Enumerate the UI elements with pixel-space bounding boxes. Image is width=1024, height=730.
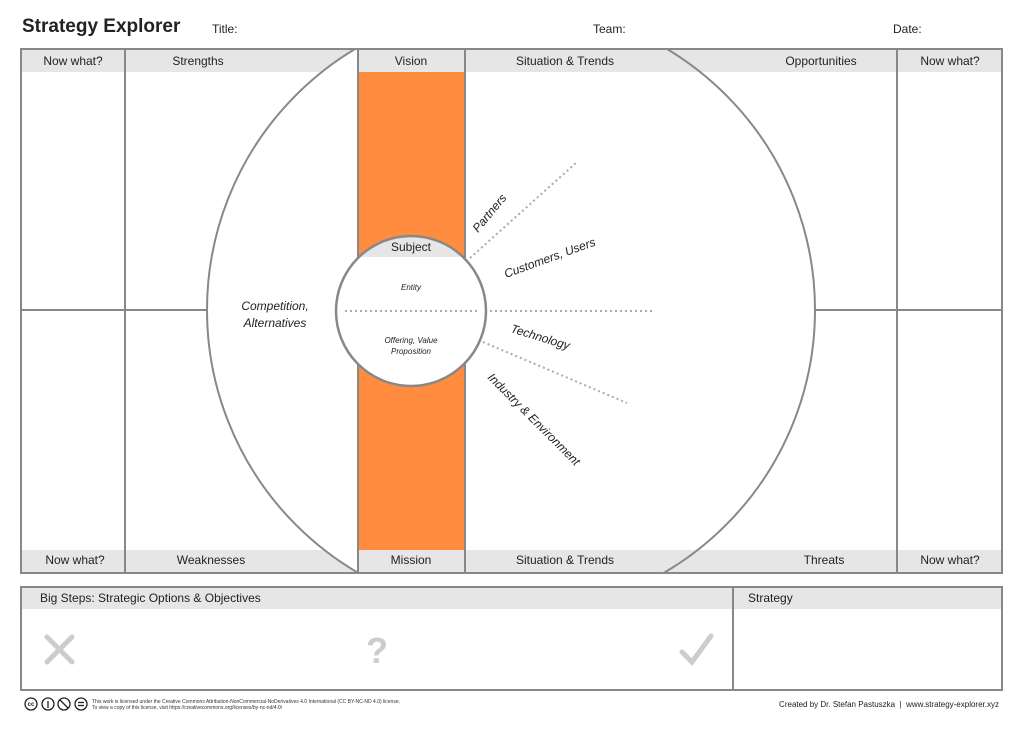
cross-icon [44, 634, 75, 665]
header-vision: Vision [395, 54, 427, 68]
check-icon [679, 633, 714, 666]
header-opportunities: Opportunities [785, 54, 856, 68]
big-steps-panel [20, 586, 1003, 691]
header-strengths: Strengths [172, 54, 223, 68]
nc-icon [57, 697, 71, 711]
situation-circle [206, 49, 816, 573]
entity-label: Entity [401, 283, 422, 292]
credit-text: Created by Dr. Stefan Pastuszka | www.st… [779, 700, 999, 709]
header-situation-trends-bottom: Situation & Trends [516, 553, 614, 567]
subject-circle [334, 234, 488, 388]
header-now-what-3: Now what? [45, 553, 105, 567]
subject-label: Subject [391, 240, 432, 254]
header-situation-trends-top: Situation & Trends [516, 54, 614, 68]
page-title: Strategy Explorer [22, 16, 181, 37]
strategy-header: Strategy [748, 591, 793, 605]
header-now-what-1: Now what? [43, 54, 103, 68]
date-label: Date: [893, 22, 922, 36]
header-mission: Mission [391, 553, 432, 567]
by-icon [41, 697, 55, 711]
svg-text:cc: cc [28, 702, 35, 708]
nd-icon [74, 697, 88, 711]
header-now-what-2: Now what? [920, 54, 980, 68]
team-label: Team: [593, 22, 626, 36]
header-weaknesses: Weaknesses [177, 553, 245, 567]
question-icon: ? [366, 630, 388, 671]
ray-industry [482, 341, 628, 404]
competition-label-2: Alternatives [243, 316, 307, 330]
offering-label-1: Offering, Value [384, 336, 438, 345]
license-line-2[interactable]: To view a copy of this license, visit ht… [92, 705, 283, 711]
license-line-1: This work is licensed under the Creative… [92, 699, 400, 705]
ray-partners [469, 161, 578, 259]
cc-license-icons [24, 697, 88, 711]
big-steps-header: Big Steps: Strategic Options & Objective… [40, 591, 261, 605]
cc-icon [24, 697, 38, 711]
header-threats: Threats [804, 553, 845, 567]
competition-label-1: Competition, [241, 299, 308, 313]
header-now-what-4: Now what? [920, 553, 980, 567]
title-label: Title: [212, 22, 238, 36]
license-text: This work is licensed under the Creative… [92, 699, 400, 711]
offering-label-2: Proposition [391, 347, 432, 356]
